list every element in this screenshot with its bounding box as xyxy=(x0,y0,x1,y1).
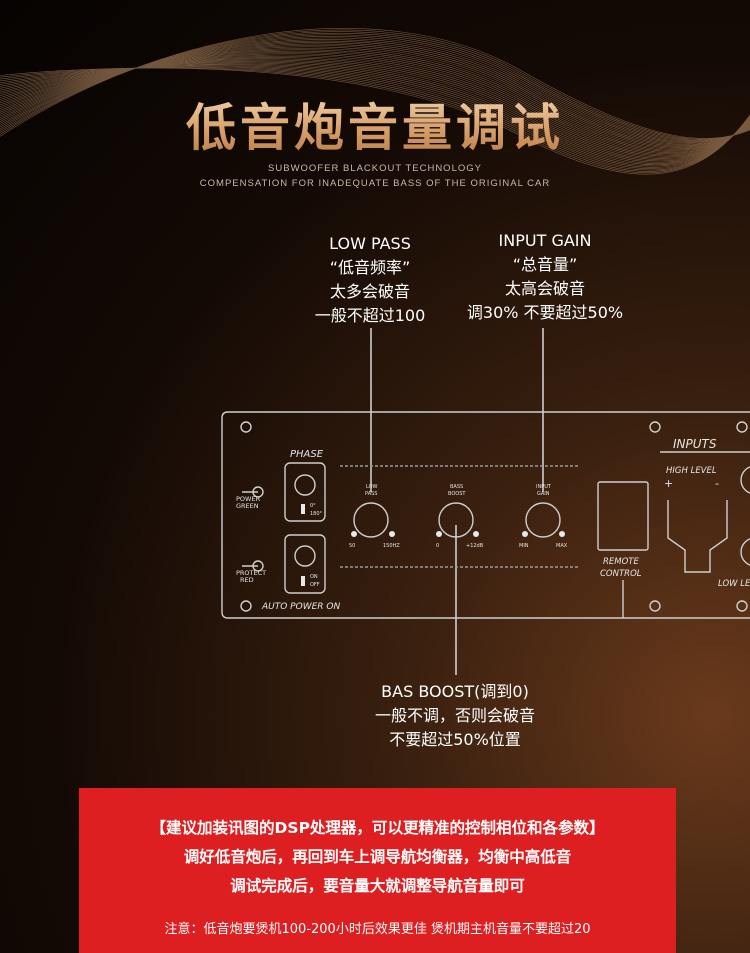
low-pass-callout-name: “低音频率” xyxy=(329,258,411,277)
inputs-label: INPUTS xyxy=(673,437,717,451)
amplifier-panel: PHASE 0° 180° POWER GREEN PROTECT RED ON… xyxy=(221,328,750,675)
auto-on-label: ON xyxy=(310,574,318,580)
low-pass-dot-left xyxy=(351,531,357,537)
screw-icon xyxy=(649,421,661,433)
low-pass-callout: LOW PASS “低音频率” 太多会破音 一般不超过100 xyxy=(290,232,450,328)
auto-power-switch-indicator xyxy=(301,576,305,586)
input-gain-label: INPUT xyxy=(536,484,552,490)
input-gain-max-label: MAX xyxy=(556,543,568,549)
low-pass-label: LOW xyxy=(366,484,378,490)
rca-jack-top xyxy=(740,466,750,494)
low-pass-label-2: PASS xyxy=(365,491,377,497)
high-level-connector xyxy=(667,500,728,573)
high-level-minus: - xyxy=(715,477,719,490)
bass-boost-label: BASS xyxy=(450,484,463,490)
phase-switch-indicator xyxy=(301,504,305,514)
bass-boost-knob[interactable] xyxy=(438,502,474,538)
input-gain-min-label: MIN xyxy=(519,543,529,549)
input-gain-dot-right xyxy=(559,531,565,537)
auto-power-switch-box xyxy=(284,534,326,594)
protect-red-label: RED xyxy=(240,576,254,584)
low-pass-max-label: 150HZ xyxy=(383,543,400,549)
input-gain-callout: INPUT GAIN “总音量” 太高会破音 调30% 不要超过50% xyxy=(445,229,645,325)
bass-boost-callout-advice: 不要超过50%位置 xyxy=(389,730,521,749)
low-pass-min-label: 50 xyxy=(349,543,355,549)
phase-180-label: 180° xyxy=(310,511,323,517)
phase-switch-box xyxy=(284,462,326,522)
low-pass-callout-warning: 太多会破音 xyxy=(329,282,410,301)
bass-boost-callout-title: BAS BOOST(调到0) xyxy=(381,682,529,701)
bass-boost-dot-right xyxy=(473,531,479,537)
wave-line xyxy=(0,67,750,175)
bass-boost-dot-left xyxy=(436,531,442,537)
rca-jack-bottom xyxy=(740,538,750,566)
input-gain-knob[interactable] xyxy=(525,502,561,538)
notice-footnote: 注意：低音炮要煲机100-200小时后效果更佳 煲机期主机音量不要超过20 xyxy=(164,922,591,937)
wave-line xyxy=(0,65,750,170)
input-gain-dot-left xyxy=(522,531,528,537)
high-level-plus: + xyxy=(664,477,673,490)
phase-knob[interactable] xyxy=(294,474,316,496)
bass-boost-label-2: BOOST xyxy=(448,491,466,497)
power-green-label: GREEN xyxy=(236,502,259,510)
low-pass-knob[interactable] xyxy=(353,502,389,538)
remote-control-label: CONTROL xyxy=(600,569,642,579)
phase-label: PHASE xyxy=(290,449,324,460)
screw-icon xyxy=(240,600,252,612)
protect-led-icon xyxy=(242,560,264,572)
remote-label: REMOTE xyxy=(603,557,639,567)
input-gain-callout-title: INPUT GAIN xyxy=(498,231,592,250)
screw-icon xyxy=(736,421,748,433)
high-level-label: HIGH LEVEL xyxy=(666,466,717,476)
low-level-label: LOW LE xyxy=(718,579,750,589)
bass-boost-callout: BAS BOOST(调到0) 一般不调，否则会破音 不要超过50%位置 xyxy=(340,680,570,752)
bass-boost-min-label: 0 xyxy=(436,543,439,549)
input-gain-label-2: GAIN xyxy=(537,491,550,497)
protect-label: PROTECT xyxy=(236,569,266,577)
bass-boost-max-label: +12dB xyxy=(466,543,484,549)
low-pass-callout-title: LOW PASS xyxy=(329,234,411,253)
input-gain-callout-advice: 调30% 不要超过50% xyxy=(466,303,624,322)
power-label: POWER xyxy=(236,495,261,503)
notice-box: 【建议加装讯图的DSP处理器，可以更精准的控制相位和各参数】 调好低音炮后，再回… xyxy=(79,788,676,953)
bass-boost-callout-warning: 一般不调，否则会破音 xyxy=(374,706,535,725)
power-led-icon xyxy=(242,486,264,498)
screw-icon xyxy=(736,600,748,612)
remote-control-connector xyxy=(597,481,649,551)
input-gain-callout-warning: 太高会破音 xyxy=(504,279,585,298)
input-gain-callout-name: “总音量” xyxy=(512,255,578,274)
screw-icon xyxy=(240,421,252,433)
notice-line-3: 调试完成后，要音量大就调整导航音量即可 xyxy=(230,877,525,895)
auto-off-label: OFF xyxy=(310,582,320,588)
screw-icon xyxy=(649,600,661,612)
page-subtitle-2: COMPENSATION FOR INADEQUATE BASS OF THE … xyxy=(199,178,551,189)
low-pass-callout-advice: 一般不超过100 xyxy=(314,306,426,325)
notice-line-1: 【建议加装讯图的DSP处理器，可以更精准的控制相位和各参数】 xyxy=(150,819,605,837)
auto-power-on-label: AUTO POWER ON xyxy=(261,602,340,612)
decorative-wave-lines xyxy=(0,28,750,175)
auto-power-knob[interactable] xyxy=(294,545,316,567)
low-pass-dot-right xyxy=(389,531,395,537)
page-subtitle-1: SUBWOOFER BLACKOUT TECHNOLOGY xyxy=(268,163,482,174)
panel-frame xyxy=(221,411,750,619)
page-title: 低音炮音量调试 xyxy=(0,88,750,160)
notice-line-2: 调好低音炮后，再回到车上调导航均衡器，均衡中高低音 xyxy=(183,848,572,866)
phase-0-label: 0° xyxy=(310,503,316,509)
